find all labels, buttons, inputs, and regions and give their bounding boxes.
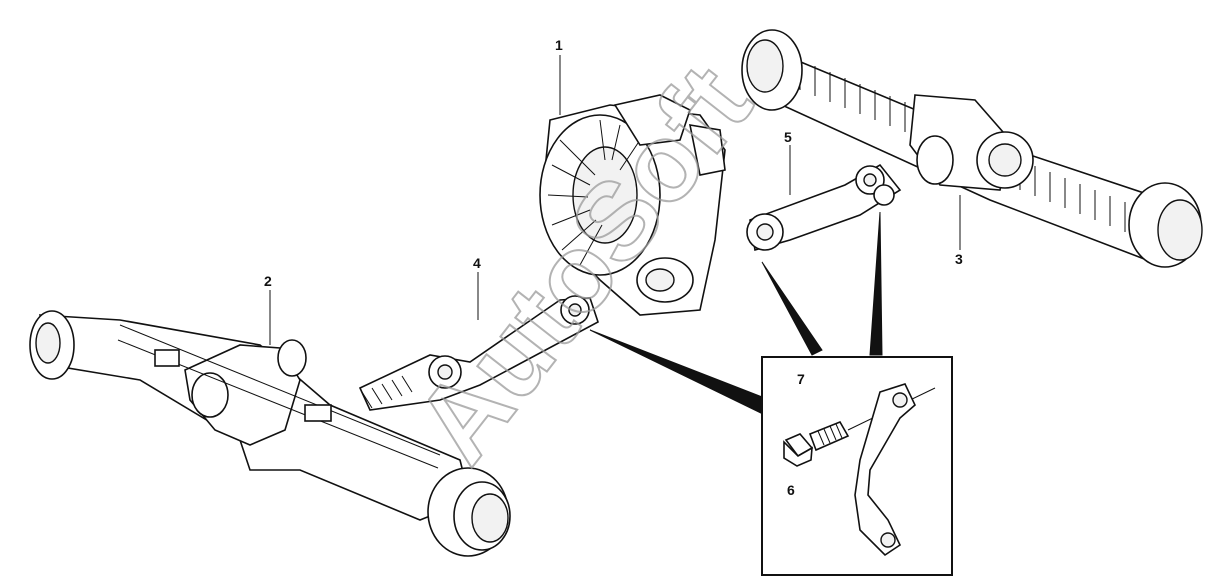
callout-6: 6 <box>787 482 795 498</box>
callout-5: 5 <box>784 129 792 145</box>
transmission <box>539 94 726 316</box>
front-propshaft <box>358 295 599 411</box>
detail-inset-frame <box>761 356 953 576</box>
callout-7: 7 <box>797 371 805 387</box>
detail-connectors <box>589 211 883 416</box>
callout-4: 4 <box>473 255 481 271</box>
autosoft-watermark: AutoSoft <box>392 43 775 485</box>
detail-inset <box>761 356 953 576</box>
callout-1: 1 <box>555 37 563 53</box>
front-axle <box>29 310 511 557</box>
callout-3: 3 <box>955 251 963 267</box>
clamp <box>854 383 916 557</box>
callout-labels: 1 2 3 4 5 6 7 <box>264 37 963 498</box>
callout-2: 2 <box>264 273 272 289</box>
bolt <box>783 387 936 467</box>
rear-propshaft <box>746 163 902 252</box>
rear-axle <box>741 29 1203 268</box>
